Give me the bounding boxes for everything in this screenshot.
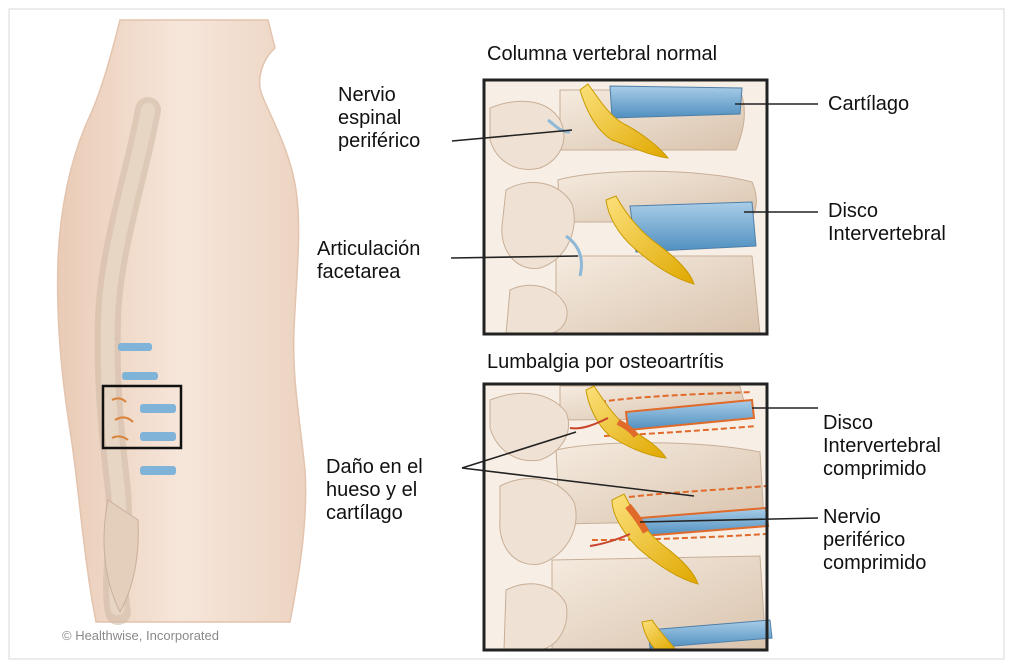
label-dano-hueso-cartilago: Daño en el hueso y el cartílago [326,456,423,525]
label-nervio-espinal: Nervio espinal periférico [338,84,420,153]
osteoarthritis-panel [484,384,772,650]
label-articulacion-facetarea: Articulación facetarea [317,238,420,284]
copyright-text: © Healthwise, Incorporated [62,628,219,643]
label-disco-intervertebral: Disco Intervertebral [828,200,946,246]
title-normal-spine: Columna vertebral normal [487,43,717,66]
label-disco-comprimido: Disco Intervertebral comprimido [823,412,941,481]
label-nervio-comprimido: Nervio periférico comprimido [823,506,926,575]
title-osteoarthritis: Lumbalgia por osteoartrítis [487,351,724,374]
label-cartilago: Cartílago [828,93,909,116]
normal-spine-panel [484,80,767,334]
torso-illustration [58,20,306,622]
